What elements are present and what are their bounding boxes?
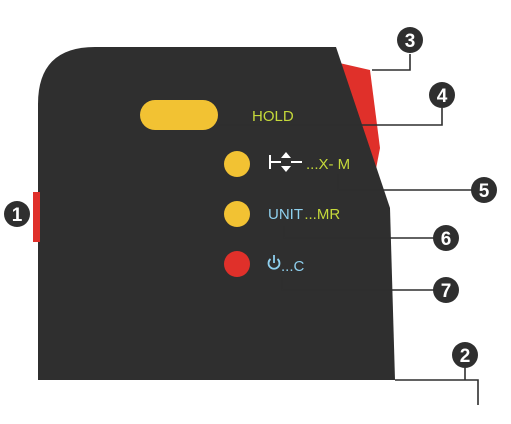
power-icon xyxy=(267,255,281,270)
unit-button[interactable] xyxy=(224,201,250,227)
leader-lines xyxy=(219,54,479,405)
svg-text:7: 7 xyxy=(441,281,452,302)
unit-label: UNIT...MR xyxy=(268,206,340,223)
svg-text:5: 5 xyxy=(479,181,490,202)
callout-5: 5 xyxy=(471,177,497,203)
callout-1: 1 xyxy=(4,201,30,227)
hold-label: HOLD xyxy=(252,108,294,125)
svg-text:4: 4 xyxy=(437,86,448,107)
unit-suffix: ...MR xyxy=(304,206,340,223)
unit-text: UNIT xyxy=(268,206,303,223)
callout-2: 2 xyxy=(452,342,478,368)
measure-mode-label: ...X- M xyxy=(306,156,350,173)
distance-arrows-icon xyxy=(269,152,302,172)
measure-mode-button[interactable] xyxy=(224,151,250,177)
callout-7: 7 xyxy=(433,277,459,303)
svg-text:2: 2 xyxy=(460,346,471,367)
device-body xyxy=(38,47,395,380)
side-red-button-left[interactable] xyxy=(33,192,40,242)
svg-text:1: 1 xyxy=(12,205,23,226)
callout-6: 6 xyxy=(433,225,459,251)
power-button[interactable] xyxy=(224,251,250,277)
hold-button[interactable] xyxy=(140,100,218,130)
power-label: ...C xyxy=(281,258,305,275)
svg-text:6: 6 xyxy=(441,229,452,250)
svg-text:3: 3 xyxy=(405,31,416,52)
callout-4: 4 xyxy=(429,82,455,108)
callout-3: 3 xyxy=(397,27,423,53)
